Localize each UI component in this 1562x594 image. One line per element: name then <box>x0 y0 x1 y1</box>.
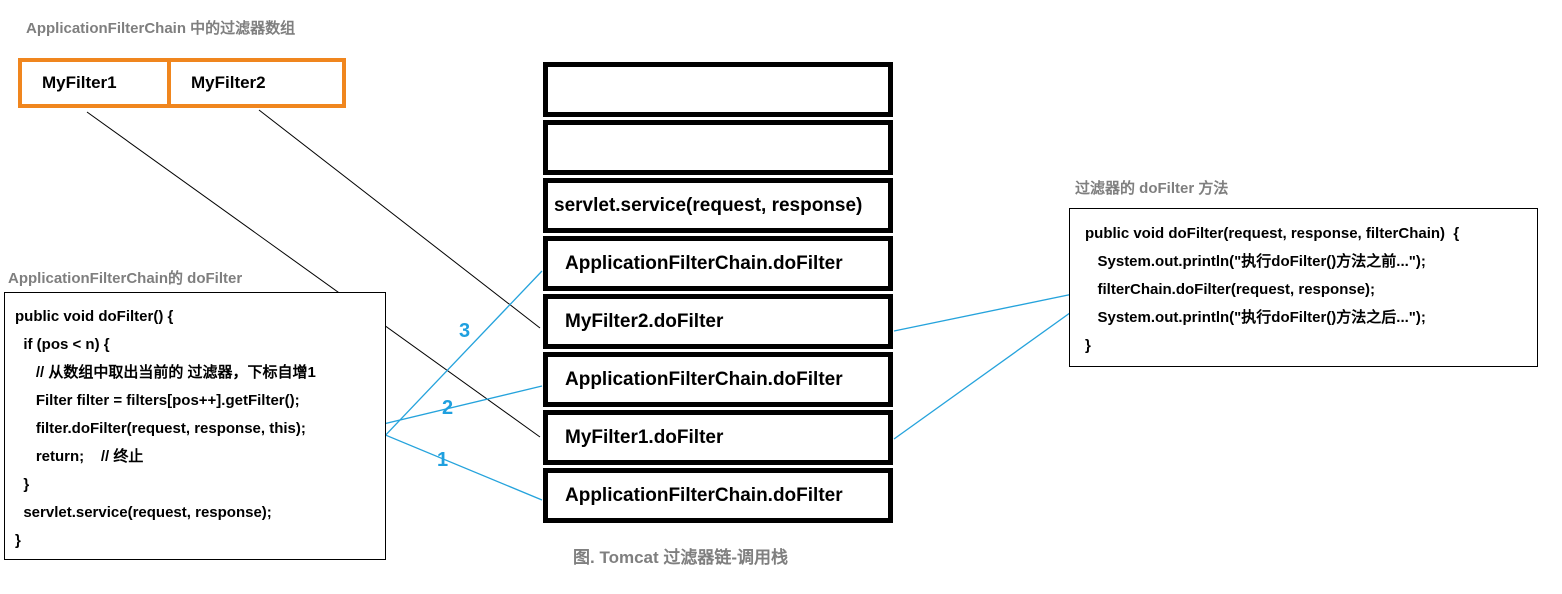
filter-code-box: public void doFilter(request, response, … <box>1069 208 1538 367</box>
code-line: // 从数组中取出当前的 过滤器，下标自增1 <box>15 364 316 381</box>
diagram-caption: 图. Tomcat 过滤器链-调用栈 <box>573 548 789 567</box>
filter-box-myfilter1: MyFilter1 <box>18 58 171 108</box>
filter-box-myfilter2: MyFilter2 <box>167 58 346 108</box>
code-line: return; // 终止 <box>15 448 144 465</box>
stack-cell-servlet-service: servlet.service(request, response) <box>543 178 893 233</box>
code-line: filterChain.doFilter(request, response); <box>1085 281 1376 298</box>
line-step2-filterdofilter-to-dofilter-cell <box>370 385 543 428</box>
code-line: System.out.println("执行doFilter()方法之前..."… <box>1085 253 1426 270</box>
code-line: filter.doFilter(request, response, this)… <box>15 420 306 437</box>
step-label-3: 3 <box>459 320 471 342</box>
code-line: System.out.println("执行doFilter()方法之后..."… <box>1085 309 1426 326</box>
code-line: } <box>15 476 30 493</box>
line-step1-filterdofilter-to-dofilter-cell <box>370 428 543 501</box>
code-line: if (pos < n) { <box>15 336 110 353</box>
code-line: } <box>15 532 21 549</box>
filter-code-title: 过滤器的 doFilter 方法 <box>1075 180 1229 197</box>
stack-cell-empty-2 <box>543 120 893 175</box>
chain-code-title: ApplicationFilterChain的 doFilter <box>8 270 243 287</box>
chain-code-box: public void doFilter() { if (pos < n) { … <box>4 292 386 560</box>
code-line: public void doFilter() { <box>15 308 174 325</box>
stack-cell-chain-dofilter-3: ApplicationFilterChain.doFilter <box>543 468 893 523</box>
step-label-1: 1 <box>437 449 449 471</box>
filter-array: MyFilter1 MyFilter2 <box>18 58 346 108</box>
code-line: servlet.service(request, response); <box>15 504 272 521</box>
call-stack: servlet.service(request, response) Appli… <box>543 62 893 526</box>
stack-cell-chain-dofilter-2: ApplicationFilterChain.doFilter <box>543 352 893 407</box>
code-line: public void doFilter(request, response, … <box>1085 225 1460 242</box>
filter-array-title: ApplicationFilterChain 中的过滤器数组 <box>26 20 296 37</box>
stack-cell-myfilter2-dofilter: MyFilter2.doFilter <box>543 294 893 349</box>
stack-cell-empty-1 <box>543 62 893 117</box>
step-label-2: 2 <box>442 397 454 419</box>
stack-cell-myfilter1-dofilter: MyFilter1.doFilter <box>543 410 893 465</box>
code-line: Filter filter = filters[pos++].getFilter… <box>15 392 300 409</box>
stack-cell-chain-dofilter-1: ApplicationFilterChain.doFilter <box>543 236 893 291</box>
code-line: } <box>1085 337 1091 354</box>
